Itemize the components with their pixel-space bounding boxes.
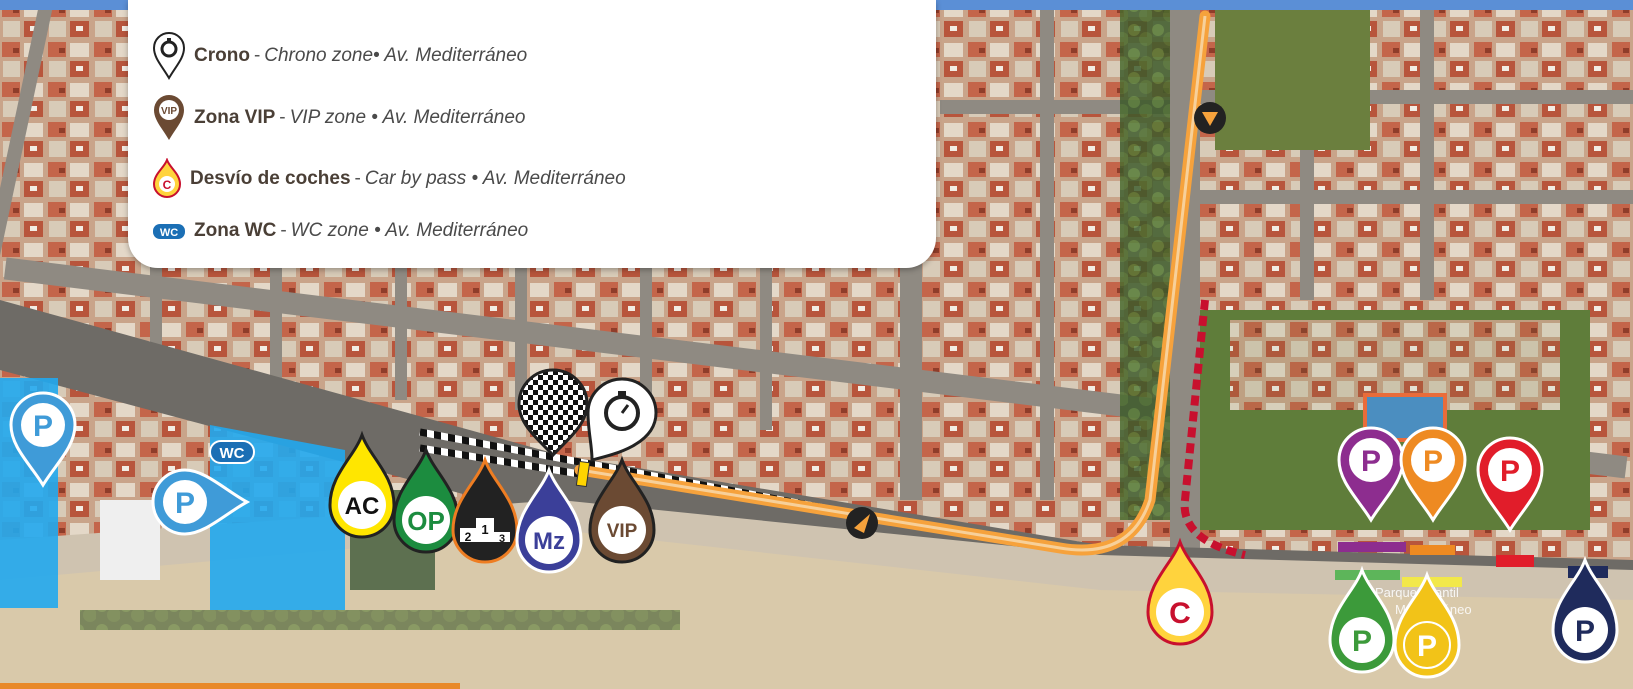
tree-line: [1120, 0, 1170, 520]
c-badge-text: C: [163, 178, 172, 192]
vip-marker[interactable]: VIP: [588, 455, 656, 564]
parking-bar-red: [1496, 555, 1534, 567]
mz-label: Mz: [533, 528, 565, 555]
podium-first: 1: [481, 522, 488, 537]
mz-marker[interactable]: Mz: [515, 465, 583, 574]
parking-marker-red[interactable]: P: [1476, 436, 1544, 533]
parking-letter: P: [1352, 625, 1372, 658]
c-label: C: [1169, 597, 1191, 630]
finish-flag-marker[interactable]: [517, 368, 589, 458]
wc-badge-text: WC: [160, 227, 178, 239]
finish-line: [575, 460, 591, 488]
legend-title: Zona WC: [194, 220, 277, 241]
legend-description: Car by pass • Av. Mediterráneo: [364, 168, 626, 189]
parking-letter: P: [1417, 630, 1437, 663]
legend-item-wc: WC Zona WC - WC zone • Av. Mediterráneo: [152, 220, 528, 242]
parking-marker-navy[interactable]: P: [1551, 555, 1619, 664]
car-bypass-route: [1180, 299, 1246, 559]
legend-item-bypass: C Desvío de coches - Car by pass • Av. M…: [152, 158, 626, 200]
parking-marker-blue-left[interactable]: P: [9, 391, 77, 488]
parking-marker-purple[interactable]: P: [1337, 426, 1405, 523]
wc-marker[interactable]: WC: [209, 440, 255, 464]
vip-badge-text: VIP: [161, 106, 177, 117]
legend-title: Desvío de coches: [190, 168, 351, 189]
parking-marker-blue-center[interactable]: P: [151, 468, 251, 536]
race-route-center: [579, 15, 1207, 552]
podium-third: 3: [499, 533, 505, 545]
palm-row: [80, 610, 680, 630]
podium-second: 2: [465, 530, 472, 544]
car-bypass-marker[interactable]: C: [1146, 537, 1214, 646]
op-marker[interactable]: OP: [392, 445, 460, 554]
parking-letter: P: [1575, 615, 1595, 648]
top-border-right: [936, 0, 1633, 10]
bottom-border: [0, 683, 460, 689]
start-line-marking-2: [419, 444, 581, 478]
legend-separator: -: [354, 168, 361, 189]
legend-separator: -: [279, 107, 286, 128]
parking-marker-yellow[interactable]: P: [1393, 570, 1461, 679]
parking-marker-orange[interactable]: P: [1399, 426, 1467, 523]
legend-description: WC zone • Av. Mediterráneo: [290, 220, 529, 241]
parking-letter: P: [175, 487, 195, 520]
car-bypass-pin-icon: C: [152, 158, 182, 198]
stopwatch-pin-icon: [152, 32, 186, 80]
op-label: OP: [407, 506, 445, 536]
wc-badge-icon: WC: [153, 224, 185, 239]
parking-bar-orange: [1410, 545, 1455, 555]
direction-arrow-route: [846, 507, 878, 539]
top-border-left: [0, 0, 128, 10]
legend-title: Crono: [194, 45, 250, 66]
legend-title: Zona VIP: [194, 107, 276, 128]
legend-description: VIP zone • Av. Mediterráneo: [289, 107, 526, 128]
legend-item-crono: Crono - Chrono zone• Av. Mediterráneo: [152, 32, 527, 80]
wc-label: WC: [220, 445, 245, 462]
parking-bar-yellow: [1402, 577, 1462, 587]
parking-letter: P: [1423, 445, 1443, 478]
parking-letter: P: [1361, 445, 1381, 478]
white-tents: [100, 500, 160, 580]
podium-marker[interactable]: 1 2 3: [451, 455, 519, 564]
parking-marker-green[interactable]: P: [1328, 565, 1396, 674]
ac-label: AC: [345, 493, 380, 520]
ac-marker[interactable]: AC: [328, 430, 396, 539]
blue-zone-center: [210, 425, 345, 610]
green-area: [1215, 0, 1370, 150]
legend-separator: -: [280, 220, 287, 241]
vip-pin-icon: VIP: [154, 95, 184, 140]
parking-letter: P: [1500, 455, 1520, 488]
direction-arrow-north: [1194, 102, 1226, 134]
legend-panel: Crono - Chrono zone• Av. Mediterráneo VI…: [128, 0, 936, 268]
vip-label: VIP: [607, 521, 638, 542]
legend-description: Chrono zone• Av. Mediterráneo: [264, 45, 528, 66]
stopwatch-marker[interactable]: [586, 377, 658, 462]
parking-bar-green: [1335, 570, 1400, 580]
legend-separator: -: [253, 45, 261, 66]
parking-letter: P: [33, 410, 53, 443]
legend-item-vip: VIP Zona VIP - VIP zone • Av. Mediterrán…: [152, 94, 525, 142]
parking-bar-purple: [1338, 542, 1406, 552]
